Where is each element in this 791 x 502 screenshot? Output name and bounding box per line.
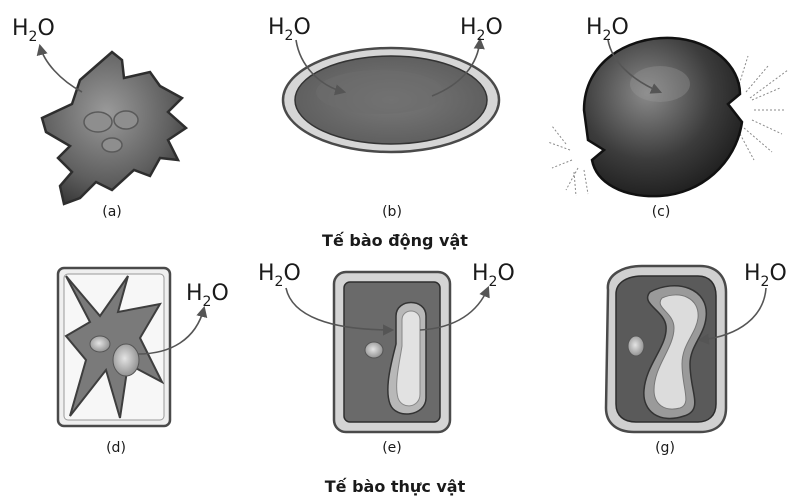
- h2o-label-e-right: H2O: [472, 261, 515, 290]
- section-title-plant: Tế bào thực vật: [325, 477, 466, 496]
- panel-label-b: (b): [382, 204, 402, 220]
- h2o-label-a: H2O: [12, 16, 55, 45]
- cell-c-lysed-animal: [548, 38, 788, 196]
- h2o-label-g: H2O: [744, 261, 787, 290]
- panel-label-e: (e): [382, 440, 402, 456]
- h2o-label-b-right: H2O: [460, 15, 503, 44]
- panel-label-g: (g): [655, 440, 675, 456]
- h2o-label-d: H2O: [186, 281, 229, 310]
- cell-b-normal-animal: [283, 40, 499, 152]
- cell-g-turgid-plant: [606, 266, 766, 432]
- panel-label-d: (d): [106, 440, 126, 456]
- h2o-label-e-left: H2O: [258, 261, 301, 290]
- h2o-label-b-left: H2O: [268, 15, 311, 44]
- panel-label-c: (c): [652, 204, 671, 220]
- cell-d-plasmolyzed-plant: [58, 268, 204, 426]
- section-title-animal: Tế bào động vật: [322, 231, 468, 250]
- cell-e-normal-plant: [286, 272, 488, 432]
- cell-a-shrunken-animal: [40, 46, 186, 204]
- h2o-label-c: H2O: [586, 15, 629, 44]
- panel-label-a: (a): [102, 204, 122, 220]
